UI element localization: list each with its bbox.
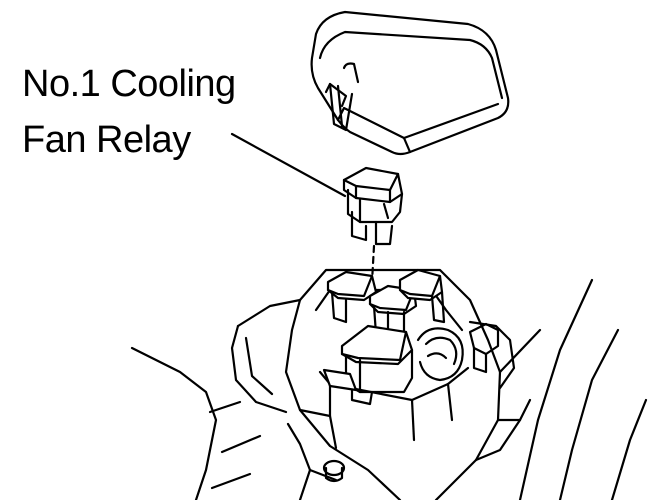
callout-label-line-2: Fan Relay [22, 119, 191, 161]
alignment-dashed-line [372, 246, 374, 282]
engine-bay-panels [132, 280, 646, 500]
relay-block [232, 270, 530, 500]
fuse-box-cover [312, 12, 509, 154]
mounting-bolt [324, 461, 344, 475]
callout-leader-line [232, 134, 345, 196]
callout-label-line-1: No.1 Cooling [22, 63, 236, 105]
cooling-fan-relay [344, 168, 402, 244]
